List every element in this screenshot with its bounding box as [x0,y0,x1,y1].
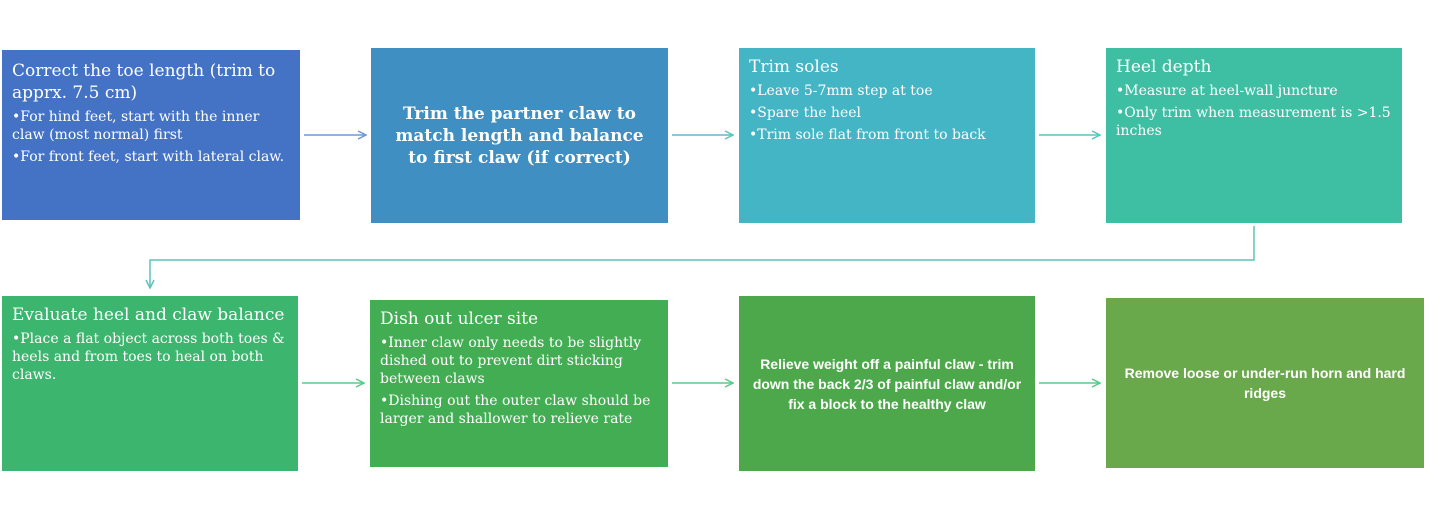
step-heel-depth: Heel depth •Measure at heel-wall junctur… [1106,48,1402,223]
bullet-item: •Spare the heel [749,105,862,121]
bullet-item: •Only trim when measurement is >1.5 inch… [1116,105,1391,139]
step-bullets: •Measure at heel-wall juncture •Only tri… [1116,82,1392,140]
step-remove-loose-horn: Remove loose or under-run horn and hard … [1106,298,1424,468]
bullet-item: •For hind feet, start with the inner cla… [12,109,260,143]
step-bullets: •Leave 5-7mm step at toe •Spare the heel… [749,82,1025,144]
bullet-item: •Leave 5-7mm step at toe [749,83,933,99]
bullet-item: •Trim sole flat from front to back [749,127,986,143]
bullet-item: •Place a flat object across both toes & … [12,331,285,383]
step-label: Relieve weight off a painful claw - trim… [752,355,1022,412]
bullet-item: •For front feet, start with lateral claw… [12,149,285,165]
step-trim-soles: Trim soles •Leave 5-7mm step at toe •Spa… [739,48,1035,223]
step-label: Trim the partner claw to match length an… [395,103,644,168]
step-evaluate-heel-claw-balance: Evaluate heel and claw balance •Place a … [2,296,298,471]
step-title: Trim soles [749,57,839,77]
step-correct-toe-length: Correct the toe length (trim to apprx. 7… [2,50,300,220]
step-dish-out-ulcer-site: Dish out ulcer site •Inner claw only nee… [370,300,668,467]
arrow-step4-to-step5 [150,226,1255,288]
step-title: Correct the toe length (trim to apprx. 7… [12,61,276,103]
step-title: Dish out ulcer site [380,309,539,329]
step-title: Evaluate heel and claw balance [12,305,285,325]
bullet-item: •Inner claw only needs to be slightly di… [380,335,642,387]
bullet-item: •Dishing out the outer claw should be la… [380,393,651,427]
step-title: Heel depth [1116,57,1212,77]
step-trim-partner-claw: Trim the partner claw to match length an… [371,48,668,223]
step-bullets: •Inner claw only needs to be slightly di… [380,334,658,428]
step-bullets: •For hind feet, start with the inner cla… [12,108,290,166]
bullet-item: •Measure at heel-wall juncture [1116,83,1338,99]
step-relieve-weight: Relieve weight off a painful claw - trim… [739,296,1035,471]
step-label: Remove loose or under-run horn and hard … [1124,365,1406,401]
step-bullets: •Place a flat object across both toes & … [12,330,288,384]
